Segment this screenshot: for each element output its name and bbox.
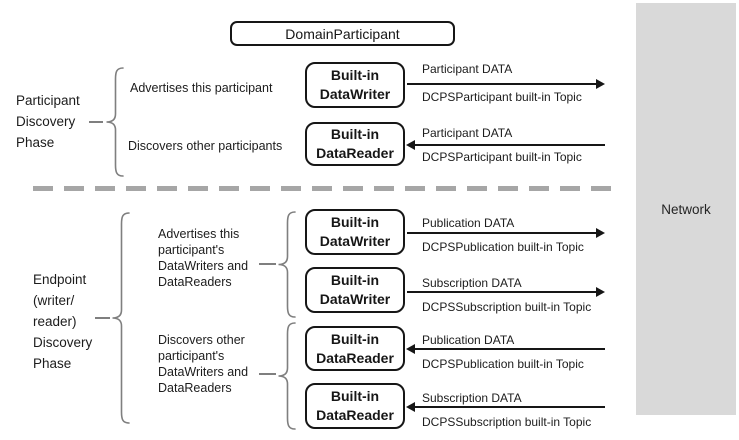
arrow-label-topic: DCPSParticipant built-in Topic bbox=[422, 90, 582, 104]
arrow-label-topic: DCPSParticipant built-in Topic bbox=[422, 150, 582, 164]
arrow-label-data: Participant DATA bbox=[422, 126, 513, 140]
brace-connector bbox=[259, 263, 276, 265]
box-label-line: Built-in bbox=[330, 214, 380, 230]
builtin-datareader-box-publication: Built-in DataReader bbox=[305, 326, 405, 371]
arrow-label-data: Subscription DATA bbox=[422, 391, 522, 405]
description-line: Advertises this bbox=[158, 227, 240, 241]
endpoint-phase-brace bbox=[112, 212, 130, 424]
description-line: participant's bbox=[158, 349, 225, 363]
arrow-label-data: Publication DATA bbox=[422, 333, 515, 347]
writers-group-brace bbox=[278, 211, 296, 318]
arrow-line bbox=[415, 406, 605, 408]
participant-phase-brace bbox=[106, 67, 124, 177]
endpoint-advertise-description: Advertises this participant's DataWriter… bbox=[158, 226, 248, 290]
phase-label-line: Discovery bbox=[16, 114, 76, 129]
description-line: DataWriters and bbox=[158, 365, 249, 379]
domain-participant-box: DomainParticipant bbox=[230, 21, 455, 46]
arrow-label-data: Participant DATA bbox=[422, 62, 513, 76]
phase-label-line: Participant bbox=[16, 93, 80, 108]
endpoint-phase-label: Endpoint (writer/ reader) Discovery Phas… bbox=[33, 269, 92, 374]
arrowhead-left-icon bbox=[406, 402, 415, 412]
brace-connector bbox=[259, 373, 276, 375]
arrow-line bbox=[415, 144, 605, 146]
description-line: DataReaders bbox=[158, 381, 232, 395]
box-label-line: DataWriter bbox=[319, 291, 391, 307]
readers-group-brace bbox=[278, 322, 296, 430]
participant-discover-description: Discovers other participants bbox=[128, 139, 283, 153]
description-line: DataWriters and bbox=[158, 259, 249, 273]
arrow-label-topic: DCPSPublication built-in Topic bbox=[422, 240, 584, 254]
box-label-line: Built-in bbox=[330, 67, 380, 83]
box-label-line: DataReader bbox=[316, 407, 394, 423]
arrow-label-topic: DCPSPublication built-in Topic bbox=[422, 357, 584, 371]
box-label-line: Built-in bbox=[330, 330, 380, 347]
arrowhead-left-icon bbox=[406, 344, 415, 354]
builtin-datawriter-box-publication: Built-in DataWriter bbox=[305, 209, 405, 255]
endpoint-discover-description: Discovers other participant's DataWriter… bbox=[158, 332, 248, 396]
arrowhead-right-icon bbox=[596, 79, 605, 89]
arrowhead-right-icon bbox=[596, 287, 605, 297]
arrow-line bbox=[407, 291, 597, 293]
arrow-line bbox=[415, 348, 605, 350]
phase-label-line: Discovery bbox=[33, 335, 93, 350]
participant-advertise-description: Advertises this participant bbox=[130, 81, 273, 95]
builtin-datawriter-box-subscription: Built-in DataWriter bbox=[305, 267, 405, 313]
arrow-line bbox=[407, 83, 597, 85]
arrowhead-right-icon bbox=[596, 228, 605, 238]
box-label-line: Built-in bbox=[330, 272, 380, 288]
phase-label-line: Endpoint bbox=[33, 272, 87, 287]
arrow-label-topic: DCPSSubscription built-in Topic bbox=[422, 300, 592, 314]
arrowhead-left-icon bbox=[406, 140, 415, 150]
description-line: Discovers other bbox=[158, 333, 245, 347]
arrow-line bbox=[407, 232, 597, 234]
network-panel: Network bbox=[636, 3, 736, 415]
arrow-label-topic: DCPSSubscription built-in Topic bbox=[422, 415, 592, 429]
network-label: Network bbox=[661, 201, 711, 217]
participant-phase-label: Participant Discovery Phase bbox=[16, 90, 80, 153]
phase-divider-dashed-line bbox=[33, 186, 622, 191]
builtin-datawriter-box-participant: Built-in DataWriter bbox=[305, 62, 405, 108]
arrow-label-data: Subscription DATA bbox=[422, 276, 522, 290]
phase-label-line: (writer/ bbox=[33, 293, 75, 308]
domain-participant-label: DomainParticipant bbox=[285, 25, 400, 42]
box-label-line: DataReader bbox=[316, 145, 394, 161]
phase-label-line: reader) bbox=[33, 314, 77, 329]
box-label-line: Built-in bbox=[330, 388, 380, 404]
description-line: DataReaders bbox=[158, 275, 232, 289]
phase-label-line: Phase bbox=[33, 356, 72, 371]
box-label-line: Built-in bbox=[330, 126, 380, 142]
box-label-line: DataWriter bbox=[319, 233, 391, 249]
box-label-line: DataReader bbox=[316, 349, 394, 366]
arrow-label-data: Publication DATA bbox=[422, 216, 515, 230]
box-label-line: DataWriter bbox=[319, 86, 391, 102]
builtin-datareader-box-subscription: Built-in DataReader bbox=[305, 383, 405, 429]
builtin-datareader-box-participant: Built-in DataReader bbox=[305, 122, 405, 166]
phase-label-line: Phase bbox=[16, 135, 55, 150]
brace-connector bbox=[95, 317, 110, 319]
brace-connector bbox=[89, 121, 103, 123]
description-line: participant's bbox=[158, 243, 225, 257]
